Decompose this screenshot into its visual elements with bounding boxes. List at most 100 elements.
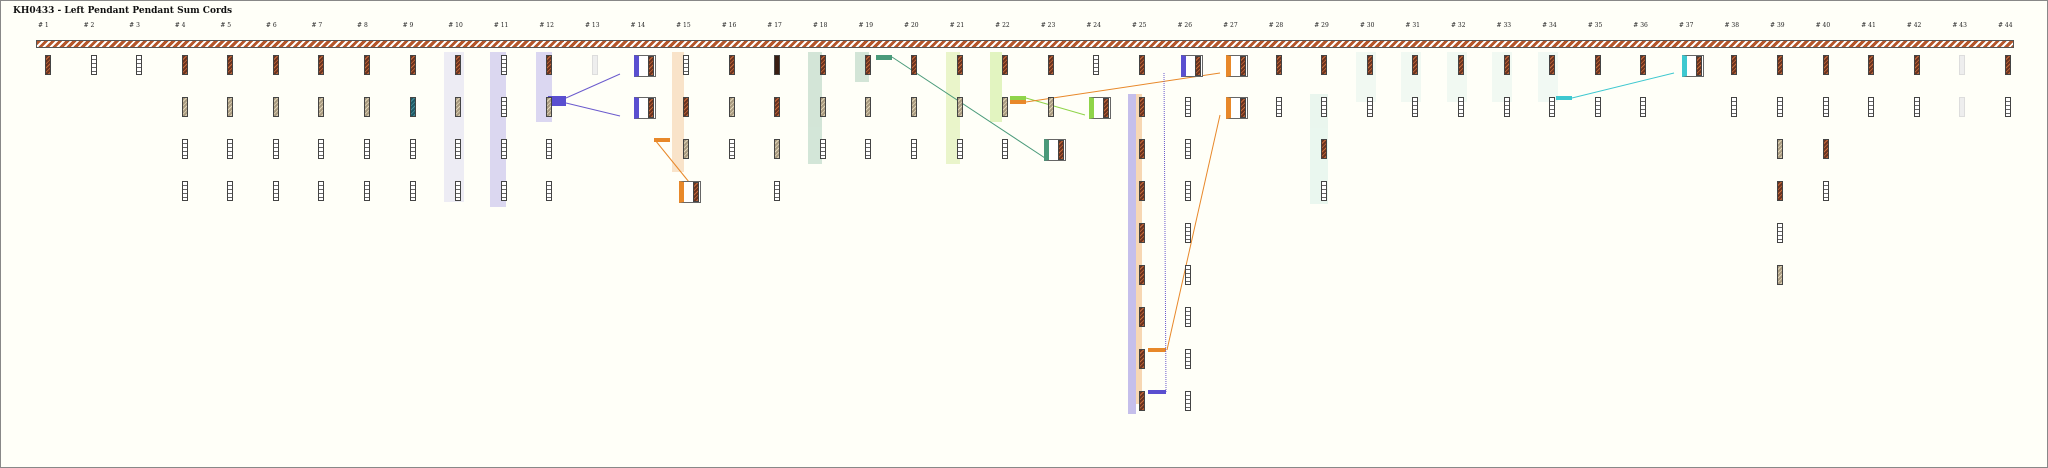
pendant-cord[interactable] bbox=[865, 55, 872, 75]
pendant-cord[interactable] bbox=[1959, 97, 1966, 117]
pendant-cord[interactable] bbox=[1549, 97, 1556, 117]
pendant-cord[interactable] bbox=[2004, 55, 2011, 75]
pendant-cord[interactable] bbox=[364, 181, 371, 201]
pendant-cord[interactable] bbox=[1002, 55, 1009, 75]
pendant-cord[interactable] bbox=[2004, 97, 2011, 117]
pendant-cord[interactable] bbox=[181, 139, 188, 159]
pendant-cord[interactable] bbox=[1275, 55, 1282, 75]
pendant-cord[interactable] bbox=[318, 55, 325, 75]
pendant-cord[interactable] bbox=[1868, 97, 1875, 117]
pendant-cord[interactable] bbox=[1184, 349, 1191, 369]
pendant-cord[interactable] bbox=[364, 55, 371, 75]
pendant-cord[interactable] bbox=[1184, 181, 1191, 201]
pendant-cord[interactable] bbox=[1868, 55, 1875, 75]
pendant-cord[interactable] bbox=[774, 97, 781, 117]
pendant-cord[interactable] bbox=[1366, 97, 1373, 117]
pendant-cord[interactable] bbox=[1138, 223, 1145, 243]
pendant-cord[interactable] bbox=[591, 55, 598, 75]
pendant-cord[interactable] bbox=[227, 139, 234, 159]
pendant-cord[interactable] bbox=[272, 97, 279, 117]
pendant-cord[interactable] bbox=[1777, 97, 1784, 117]
pendant-cord[interactable] bbox=[1822, 97, 1829, 117]
pendant-cord[interactable] bbox=[683, 55, 690, 75]
pendant-cord[interactable] bbox=[227, 181, 234, 201]
pendant-cord[interactable] bbox=[1138, 181, 1145, 201]
pendant-cord[interactable] bbox=[728, 139, 735, 159]
pendant-cord[interactable] bbox=[774, 139, 781, 159]
pendant-cord[interactable] bbox=[1822, 55, 1829, 75]
pendant-cord[interactable] bbox=[1777, 223, 1784, 243]
pendant-cord[interactable] bbox=[1138, 139, 1145, 159]
pendant-cord[interactable] bbox=[1138, 391, 1145, 411]
pendant-cord[interactable] bbox=[1047, 97, 1054, 117]
pendant-cord[interactable] bbox=[318, 181, 325, 201]
pendant-cord[interactable] bbox=[1184, 223, 1191, 243]
pendant-cord[interactable] bbox=[1959, 55, 1966, 75]
pendant-cord[interactable] bbox=[1138, 97, 1145, 117]
pendant-cord[interactable] bbox=[1093, 55, 1100, 75]
pendant-cord[interactable] bbox=[1777, 181, 1784, 201]
pendant-cord[interactable] bbox=[1457, 97, 1464, 117]
pendant-cord[interactable] bbox=[546, 181, 553, 201]
pendant-cord[interactable] bbox=[1321, 97, 1328, 117]
pendant-cord[interactable] bbox=[1913, 97, 1920, 117]
pendant-cord[interactable] bbox=[819, 97, 826, 117]
pendant-cord[interactable] bbox=[455, 97, 462, 117]
pendant-cord[interactable] bbox=[911, 97, 918, 117]
pendant-cord[interactable] bbox=[318, 139, 325, 159]
sum-cord-box[interactable] bbox=[633, 97, 656, 119]
pendant-cord[interactable] bbox=[1822, 181, 1829, 201]
pendant-cord[interactable] bbox=[1184, 265, 1191, 285]
pendant-cord[interactable] bbox=[1184, 97, 1191, 117]
pendant-cord[interactable] bbox=[1777, 139, 1784, 159]
pendant-cord[interactable] bbox=[1002, 97, 1009, 117]
pendant-cord[interactable] bbox=[500, 97, 507, 117]
pendant-cord[interactable] bbox=[272, 139, 279, 159]
pendant-cord[interactable] bbox=[728, 55, 735, 75]
pendant-cord[interactable] bbox=[1594, 97, 1601, 117]
pendant-cord[interactable] bbox=[1503, 55, 1510, 75]
pendant-cord[interactable] bbox=[455, 55, 462, 75]
pendant-cord[interactable] bbox=[1138, 55, 1145, 75]
pendant-cord[interactable] bbox=[774, 181, 781, 201]
pendant-cord[interactable] bbox=[500, 139, 507, 159]
pendant-cord[interactable] bbox=[1366, 55, 1373, 75]
pendant-cord[interactable] bbox=[1412, 55, 1419, 75]
pendant-cord[interactable] bbox=[1138, 307, 1145, 327]
pendant-cord[interactable] bbox=[1822, 139, 1829, 159]
pendant-cord[interactable] bbox=[409, 139, 416, 159]
pendant-cord[interactable] bbox=[364, 97, 371, 117]
pendant-cord[interactable] bbox=[819, 139, 826, 159]
pendant-cord[interactable] bbox=[956, 139, 963, 159]
pendant-cord[interactable] bbox=[1594, 55, 1601, 75]
pendant-cord[interactable] bbox=[272, 181, 279, 201]
pendant-cord[interactable] bbox=[45, 55, 51, 75]
pendant-cord[interactable] bbox=[1184, 139, 1191, 159]
pendant-cord[interactable] bbox=[1184, 307, 1191, 327]
pendant-cord[interactable] bbox=[455, 181, 462, 201]
pendant-cord[interactable] bbox=[1503, 97, 1510, 117]
pendant-cord[interactable] bbox=[1184, 391, 1191, 411]
pendant-cord[interactable] bbox=[318, 97, 325, 117]
pendant-cord[interactable] bbox=[500, 181, 507, 201]
sum-cord-box[interactable] bbox=[1226, 97, 1249, 119]
pendant-cord[interactable] bbox=[272, 55, 279, 75]
pendant-cord[interactable] bbox=[1640, 55, 1647, 75]
pendant-cord[interactable] bbox=[227, 55, 234, 75]
pendant-cord[interactable] bbox=[546, 139, 553, 159]
sum-cord-box[interactable] bbox=[633, 55, 656, 77]
pendant-cord[interactable] bbox=[1731, 97, 1738, 117]
pendant-cord[interactable] bbox=[1913, 55, 1920, 75]
sum-cord-box[interactable] bbox=[1226, 55, 1249, 77]
pendant-cord[interactable] bbox=[1047, 55, 1054, 75]
sum-cord-box[interactable] bbox=[1180, 55, 1203, 77]
pendant-cord[interactable] bbox=[774, 55, 781, 75]
pendant-cord[interactable] bbox=[136, 55, 143, 75]
pendant-cord[interactable] bbox=[546, 55, 553, 75]
pendant-cord[interactable] bbox=[1549, 55, 1556, 75]
pendant-cord[interactable] bbox=[1138, 265, 1145, 285]
sum-cord-box[interactable] bbox=[1089, 97, 1112, 119]
pendant-cord[interactable] bbox=[1731, 55, 1738, 75]
pendant-cord[interactable] bbox=[227, 97, 234, 117]
sum-cord-box[interactable] bbox=[679, 181, 702, 203]
